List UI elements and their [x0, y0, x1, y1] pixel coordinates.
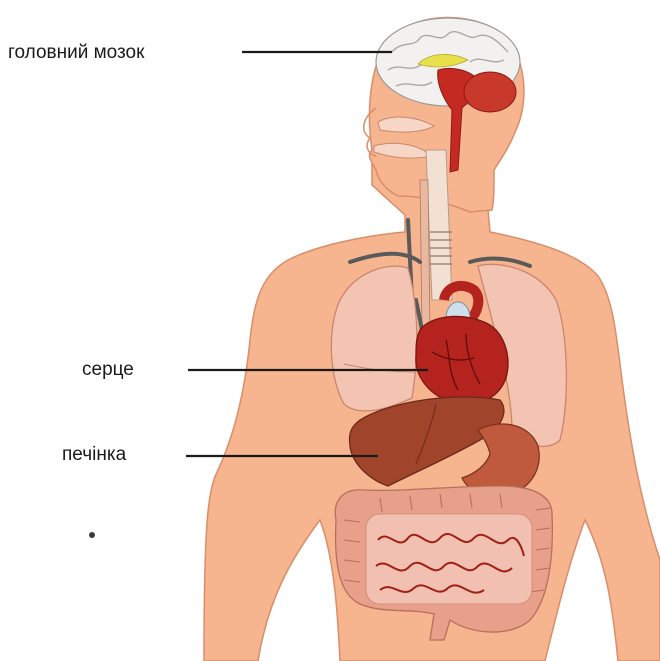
cerebellum: [464, 72, 516, 112]
label-liver-text: печінка: [62, 444, 127, 465]
label-brain-text: головний мозок: [8, 42, 145, 63]
dot-mark: [89, 532, 95, 538]
small-intestine-area: [366, 514, 532, 604]
label-heart-text: серце: [82, 359, 134, 380]
label-brain: головний мозок: [8, 42, 392, 63]
esophagus: [420, 180, 430, 330]
